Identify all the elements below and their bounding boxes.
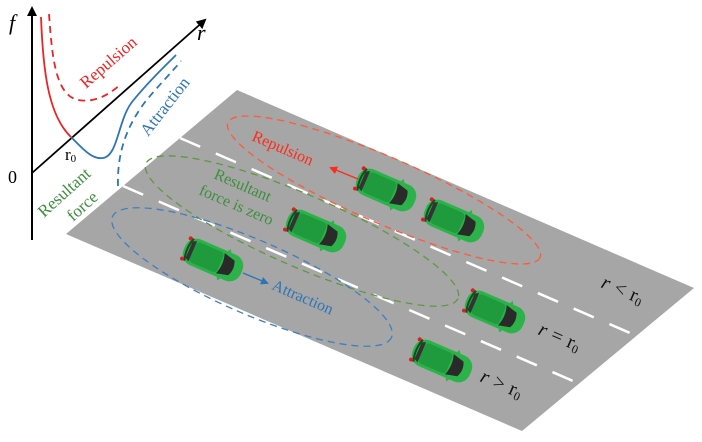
- zero-force-group-ellipse: [144, 155, 460, 307]
- r-axis: [31, 18, 207, 174]
- repulsion-dashed-curve: [48, 13, 121, 102]
- chart-repulsion-label: Repulsion: [76, 32, 141, 92]
- r0-label: r0: [65, 145, 77, 165]
- origin-label: 0: [8, 167, 17, 187]
- repulsion-arrow: [329, 166, 359, 180]
- repulsion-solid-curve: [40, 16, 72, 138]
- attraction-dashed-curve: [117, 60, 182, 187]
- lane-line-1: [179, 136, 638, 338]
- road-surface: [66, 90, 694, 431]
- r-axis-label: r: [197, 20, 206, 45]
- resultant-curve: [70, 54, 177, 160]
- attraction-group-ellipse: [111, 207, 393, 347]
- repulsion-group-ellipse: [226, 115, 542, 265]
- chart-attraction-label: Attraction: [136, 73, 194, 139]
- y-axis-label: f: [9, 10, 18, 35]
- attraction-arrow: [242, 272, 269, 285]
- road: [66, 90, 694, 431]
